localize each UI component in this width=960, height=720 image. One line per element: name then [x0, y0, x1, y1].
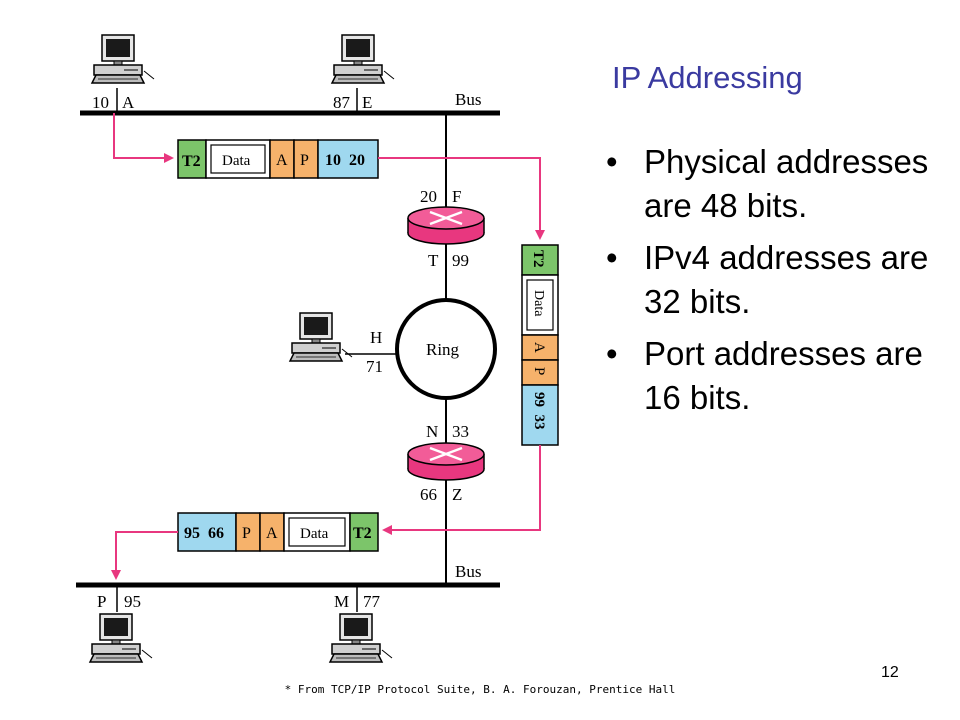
frame-bottom: 95 66 P A Data T2: [177, 512, 379, 552]
router-top-top-num: 20: [420, 187, 437, 206]
frame-top-a: A: [276, 152, 288, 169]
host-e-num: 87: [333, 93, 351, 112]
frame-vertical-trailer: T2: [530, 250, 546, 268]
computer-m-icon: [329, 613, 393, 663]
router-bottom: [407, 442, 485, 481]
frame-bottom-data: Data: [300, 526, 329, 542]
computer-h-icon: [289, 312, 353, 362]
frame-top-addr: 10 20: [325, 152, 365, 169]
bus-bottom-label: Bus: [455, 562, 481, 581]
frame-bottom-a: A: [266, 525, 278, 542]
frame-vertical-a: A: [531, 342, 547, 353]
ring-network: [395, 298, 497, 400]
source-credit: * From TCP/IP Protocol Suite, B. A. Foro…: [284, 683, 676, 696]
frame-bottom-p: P: [242, 525, 251, 542]
flow-arrow-a-to-frame: [113, 113, 174, 163]
frame-bottom-addr: 95 66: [184, 525, 224, 542]
router-bottom-bottom-num: 66: [420, 485, 437, 504]
frame-top-p: P: [300, 152, 309, 169]
network-diagram: Bus Bus 10 A 87 E T2 Data A P 10 20 20 F…: [76, 34, 559, 663]
router-top-top-letter: F: [452, 187, 461, 206]
bullet-ipv4: IPv4 addresses are 32 bits.: [606, 236, 946, 324]
bullet-list: Physical addresses are 48 bits. IPv4 add…: [606, 140, 946, 428]
router-top-bottom-letter: T: [428, 251, 439, 270]
slide-title: IP Addressing: [612, 60, 803, 95]
router-bottom-top-letter: N: [426, 422, 438, 441]
router-top-bottom-num: 99: [452, 251, 469, 270]
page-number: 12: [881, 664, 899, 681]
computer-a-icon: [91, 34, 155, 84]
computer-e-icon: [331, 34, 395, 84]
host-e-letter: E: [362, 93, 372, 112]
frame-top: T2 Data A P 10 20: [177, 139, 379, 179]
computer-p-icon: [89, 613, 153, 663]
bullet-port: Port addresses are 16 bits.: [606, 332, 946, 420]
host-h-num: 71: [366, 357, 383, 376]
flow-arrow-frame-to-vertical: [378, 157, 545, 240]
frame-vertical-data: Data: [531, 290, 546, 317]
host-m-letter: M: [334, 592, 349, 611]
host-a-num: 10: [92, 93, 109, 112]
bus-top-label: Bus: [455, 90, 481, 109]
frame-vertical: T2 Data A P 99 33: [521, 244, 559, 446]
host-a-letter: A: [122, 93, 135, 112]
host-m-num: 77: [363, 592, 381, 611]
host-p-letter: P: [97, 592, 106, 611]
frame-vertical-addr: 99 33: [531, 392, 547, 430]
flow-arrow-vertical-to-frame: [382, 445, 541, 535]
bullet-physical: Physical addresses are 48 bits.: [606, 140, 946, 228]
frame-bottom-trailer: T2: [353, 525, 372, 542]
router-bottom-bottom-letter: Z: [452, 485, 462, 504]
host-h-letter: H: [370, 328, 382, 347]
frame-top-data: Data: [222, 153, 251, 169]
frame-vertical-p: P: [531, 367, 547, 375]
ring-label: Ring: [426, 340, 460, 359]
flow-arrow-frame-to-p: [111, 531, 178, 580]
router-top: [407, 206, 485, 245]
frame-top-trailer: T2: [182, 153, 201, 170]
router-bottom-top-num: 33: [452, 422, 469, 441]
host-p-num: 95: [124, 592, 141, 611]
